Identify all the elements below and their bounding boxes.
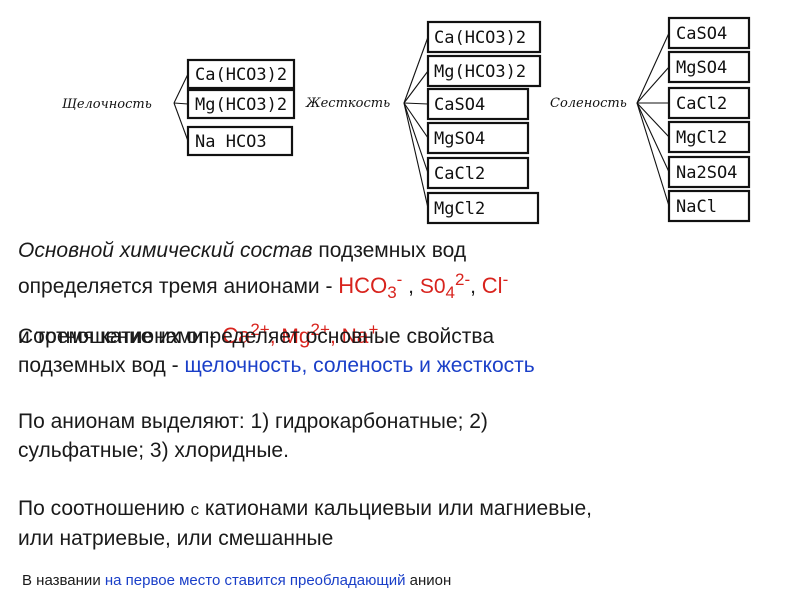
cation-mg: , Mg (269, 325, 311, 349)
composition-line-1-rest: подземных вод (312, 239, 467, 262)
hardness-box-2: Mg(HCO3)2 (426, 54, 542, 88)
properties-line-2: подземных вод - щелочность, соленость и … (18, 351, 788, 380)
formula: CaCl2 (434, 164, 485, 184)
formula: Na2SO4 (676, 163, 737, 183)
salinity-box-4: MgCl2 (667, 120, 751, 154)
anion-classes-line-2: сульфатные; 3) хлоридные. (18, 436, 788, 465)
anion-sep-1: , (402, 275, 420, 298)
hardness-box-3: CaSO4 (426, 87, 530, 121)
formula: Mg(HCO3)2 (195, 95, 287, 115)
naming-note-intro: В названии (22, 572, 105, 589)
anion-sep-2: , (470, 275, 482, 298)
formula: Ca(HCO3)2 (434, 28, 526, 48)
class-sep: ; 2) (457, 410, 488, 433)
class-sulfate: сульфатные (18, 439, 139, 462)
cations-line: и тремя катионами - Ca2+, Mg2+, Na+. (18, 315, 788, 351)
naming-note-rule: на первое место ставится преобладающий (104, 572, 406, 589)
formula: CaCl2 (676, 94, 727, 114)
salinity-box-1: CaSO4 (667, 16, 751, 50)
anion-so4-sub: 4 (445, 283, 455, 303)
hardness-box-1: Ca(HCO3)2 (426, 20, 542, 54)
anion-so4: S0 (419, 275, 446, 298)
composition-paragraph: Основной химический состав подземных вод… (18, 236, 788, 351)
cation-na-sup: + (368, 320, 379, 340)
water-properties-diagram: Щелочность Жесткость Соленость Ca(HCO3)2… (62, 16, 751, 225)
formula: CaSO4 (676, 24, 727, 44)
cation-classes-prep: с (190, 500, 200, 519)
properties-intro: подземных вод - (18, 354, 185, 377)
anion-so4-sup: 2- (455, 270, 471, 289)
formula: Na HCO3 (195, 132, 267, 152)
formula: NaCl (676, 197, 717, 217)
anion-hco3-sup: - (396, 270, 403, 289)
salinity-box-5: Na2SO4 (667, 155, 751, 189)
anion-classes-intro: По анионам выделяют (18, 410, 239, 433)
composition-term: Основной химический состав (18, 239, 313, 262)
anions-intro: определяется тремя анионами - (18, 275, 339, 298)
formula: MgCl2 (676, 128, 727, 148)
formula: MgSO4 (434, 129, 485, 149)
cation-ca-sup: 2+ (250, 320, 270, 340)
alkalinity-box-2: Mg(HCO3)2 (186, 88, 296, 120)
composition-line-1: Основной химический состав подземных вод (18, 236, 788, 265)
cation-end: . (378, 325, 385, 349)
anion-hco3-sub: 3 (387, 283, 397, 303)
alkalinity-box-3: Na HCO3 (186, 125, 294, 157)
class-chloride: ; 3) хлоридные. (138, 439, 289, 462)
cation-classes-paragraph: По соотношению с катионами кальциевыи ил… (18, 494, 788, 553)
formula: Ca(HCO3)2 (195, 65, 287, 85)
formula: MgSO4 (676, 58, 727, 78)
hardness-label: Жесткость (305, 96, 390, 111)
properties-line-1: Соотношение их определяет основные свойс… (18, 325, 494, 348)
formula: Mg(HCO3)2 (434, 62, 526, 82)
alkalinity-label: Щелочность (62, 97, 152, 112)
cation-mg-sup: 2+ (310, 320, 330, 340)
cation-classes-line-1: По соотношению с катионами кальциевыи ил… (18, 494, 788, 524)
hardness-box-4: MgSO4 (426, 121, 530, 155)
cation-classes-line-2: или натриевые, или смешанные (18, 527, 334, 550)
cation-classes-intro: По соотношению (18, 497, 191, 520)
cations-intro: и тремя катионами - (18, 325, 223, 349)
anion-cl-sup: - (502, 270, 509, 289)
anions-line: определяется тремя анионами - HCO3- , S0… (18, 265, 788, 307)
formula: MgCl2 (434, 199, 485, 219)
salinity-box-6: NaCl (667, 189, 751, 223)
hardness-box-5: CaCl2 (426, 156, 530, 190)
salinity-box-3: CaCl2 (667, 86, 751, 120)
connector-lines (173, 32, 670, 209)
cation-classes-list-1: катионами кальциевыи или магниевые, (199, 497, 592, 520)
properties-list: щелочность, соленость и жесткость (184, 354, 535, 377)
naming-note: В названии на первое место ставится прео… (22, 572, 451, 589)
cation-ca: Ca (222, 323, 251, 349)
formula: CaSO4 (434, 95, 485, 115)
properties-paragraph: Соотношение их определяет основные свойс… (18, 322, 788, 380)
salinity-box-2: MgSO4 (667, 50, 751, 84)
class-bicarbonate: : 1) гидрокарбонатные (238, 410, 458, 433)
anion-classes-paragraph: По анионам выделяют: 1) гидрокарбонатные… (18, 407, 788, 465)
salinity-label: Соленость (550, 96, 627, 111)
cation-na: , Na (329, 325, 369, 349)
alkalinity-box-1: Ca(HCO3)2 (186, 58, 296, 90)
hardness-box-6: MgCl2 (426, 191, 540, 225)
naming-note-end: анион (405, 572, 452, 589)
anion-cl: Cl (481, 273, 503, 298)
anion-hco3: HCO (338, 273, 388, 298)
anion-classes-line-1: По анионам выделяют: 1) гидрокарбонатные… (18, 407, 788, 436)
